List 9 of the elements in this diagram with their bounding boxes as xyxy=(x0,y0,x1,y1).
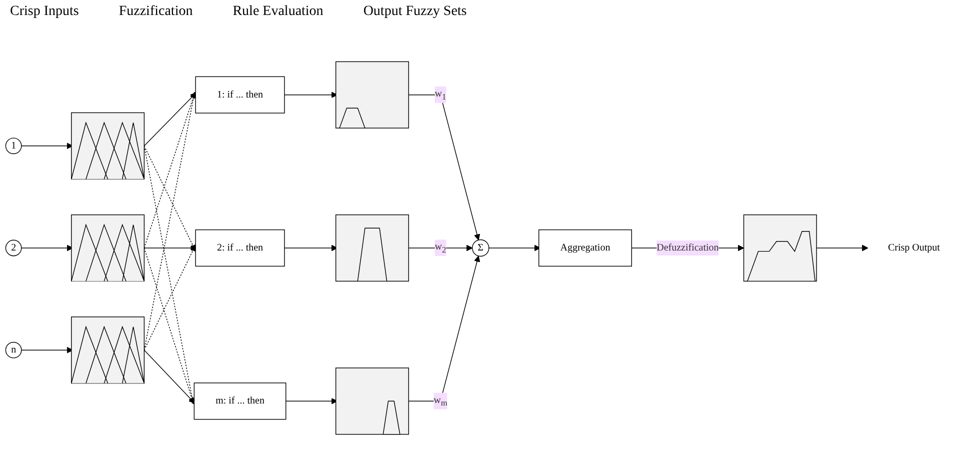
edge-label: w$_{1}$ xyxy=(434,88,446,102)
edge-label: w$_{m}$ xyxy=(434,394,448,408)
column-heading: Rule Evaluation xyxy=(232,4,324,21)
edge-label: Defuzzification xyxy=(656,242,719,254)
column-heading: Output Fuzzy Sets xyxy=(363,4,467,21)
node-text: Crisp Output xyxy=(888,242,940,254)
column-heading: Crisp Inputs xyxy=(10,4,79,21)
edge-label: w$_{2}$ xyxy=(434,242,446,255)
column-heading: Fuzzification xyxy=(118,4,193,21)
